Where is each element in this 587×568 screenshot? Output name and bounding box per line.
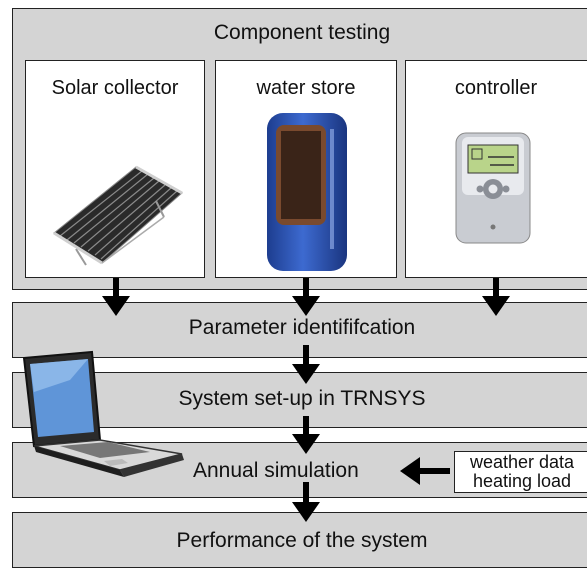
- arrow-down-icon: [292, 482, 320, 522]
- arrow-left-icon: [400, 457, 450, 485]
- parameter-identification-band: Parameter identififcation: [12, 302, 587, 358]
- controller-panel: controller: [405, 60, 587, 278]
- solar-collector-icon: [53, 165, 183, 266]
- arrow-down-icon: [292, 278, 320, 316]
- controller-label: controller: [454, 77, 538, 99]
- performance-band: Performance of the system: [12, 512, 587, 568]
- weather-data-text: weather data: [469, 452, 575, 472]
- water-store-label: water store: [256, 77, 356, 99]
- solar-collector-label: Solar collector: [51, 77, 179, 99]
- water-store-icon: [267, 113, 347, 271]
- system-setup-band: System set-up in TRNSYS: [12, 372, 587, 428]
- arrow-down-icon: [292, 345, 320, 384]
- annual-simulation-label: Annual simulation: [193, 459, 359, 482]
- arrow-down-icon: [292, 416, 320, 454]
- parameter-identification-label: Parameter identififcation: [188, 316, 416, 339]
- performance-label: Performance of the system: [176, 529, 428, 552]
- weather-heating-inputs-box: weather data heating load: [454, 451, 587, 493]
- controller-icon: [455, 132, 531, 244]
- arrow-down-icon: [102, 278, 130, 316]
- heating-load-text: heating load: [472, 471, 572, 491]
- water-store-panel: water store: [215, 60, 397, 278]
- arrow-down-icon: [482, 278, 510, 316]
- component-testing-title: Component testing: [213, 21, 391, 44]
- laptop-icon: [22, 350, 184, 477]
- system-setup-label: System set-up in TRNSYS: [178, 387, 426, 410]
- solar-collector-panel: Solar collector: [25, 60, 205, 278]
